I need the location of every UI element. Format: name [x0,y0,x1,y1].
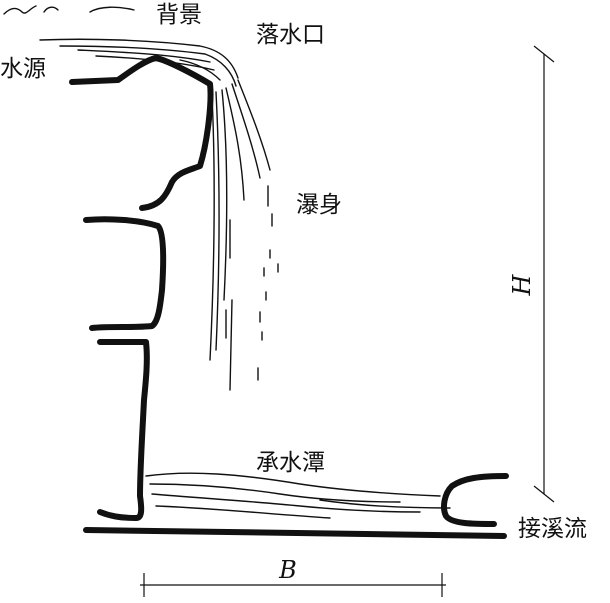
pool-water [145,472,451,519]
background-sketch [3,5,135,15]
water-source-label: 水源 [0,56,46,82]
background-label: 背景 [156,2,202,28]
downstream-label: 接溪流 [518,516,587,542]
fall-body-label: 瀑身 [296,192,342,218]
fall-streams [209,79,279,391]
water-flow-top [39,38,239,87]
outlet-label: 落水口 [256,22,325,48]
width-label: B [278,556,297,584]
cliff-wall [69,55,214,521]
plunge-pool-label: 承水潭 [256,450,325,476]
downstream-outlet [441,473,509,527]
height-dimension [533,45,555,503]
width-dimension [140,573,446,597]
height-label: H [508,273,536,296]
ground-line [83,527,507,539]
